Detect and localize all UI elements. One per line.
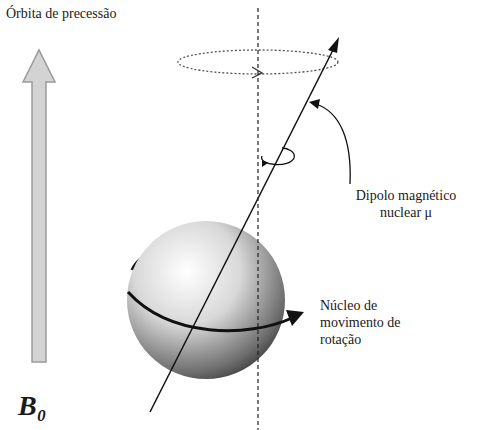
spin-arrowhead — [286, 310, 304, 326]
nucleus-label: Núcleo de movimento de rotação — [320, 298, 404, 348]
leader-arrowhead — [309, 99, 320, 109]
rotation-arrow — [262, 148, 295, 165]
field-arrow — [23, 50, 55, 362]
dipole-axis — [150, 46, 335, 412]
orbit-label: Órbita de precessão — [6, 6, 206, 23]
dipole-arrowhead — [328, 37, 339, 53]
leader-line — [316, 104, 350, 184]
rotation-arrowhead — [262, 160, 268, 167]
dipole-label: Dipolo magnético nuclear μ — [344, 188, 468, 222]
field-axis — [257, 8, 258, 430]
field-symbol: B₀ — [18, 392, 78, 420]
spin-band — [128, 292, 292, 331]
orbit-arrow — [252, 67, 262, 78]
